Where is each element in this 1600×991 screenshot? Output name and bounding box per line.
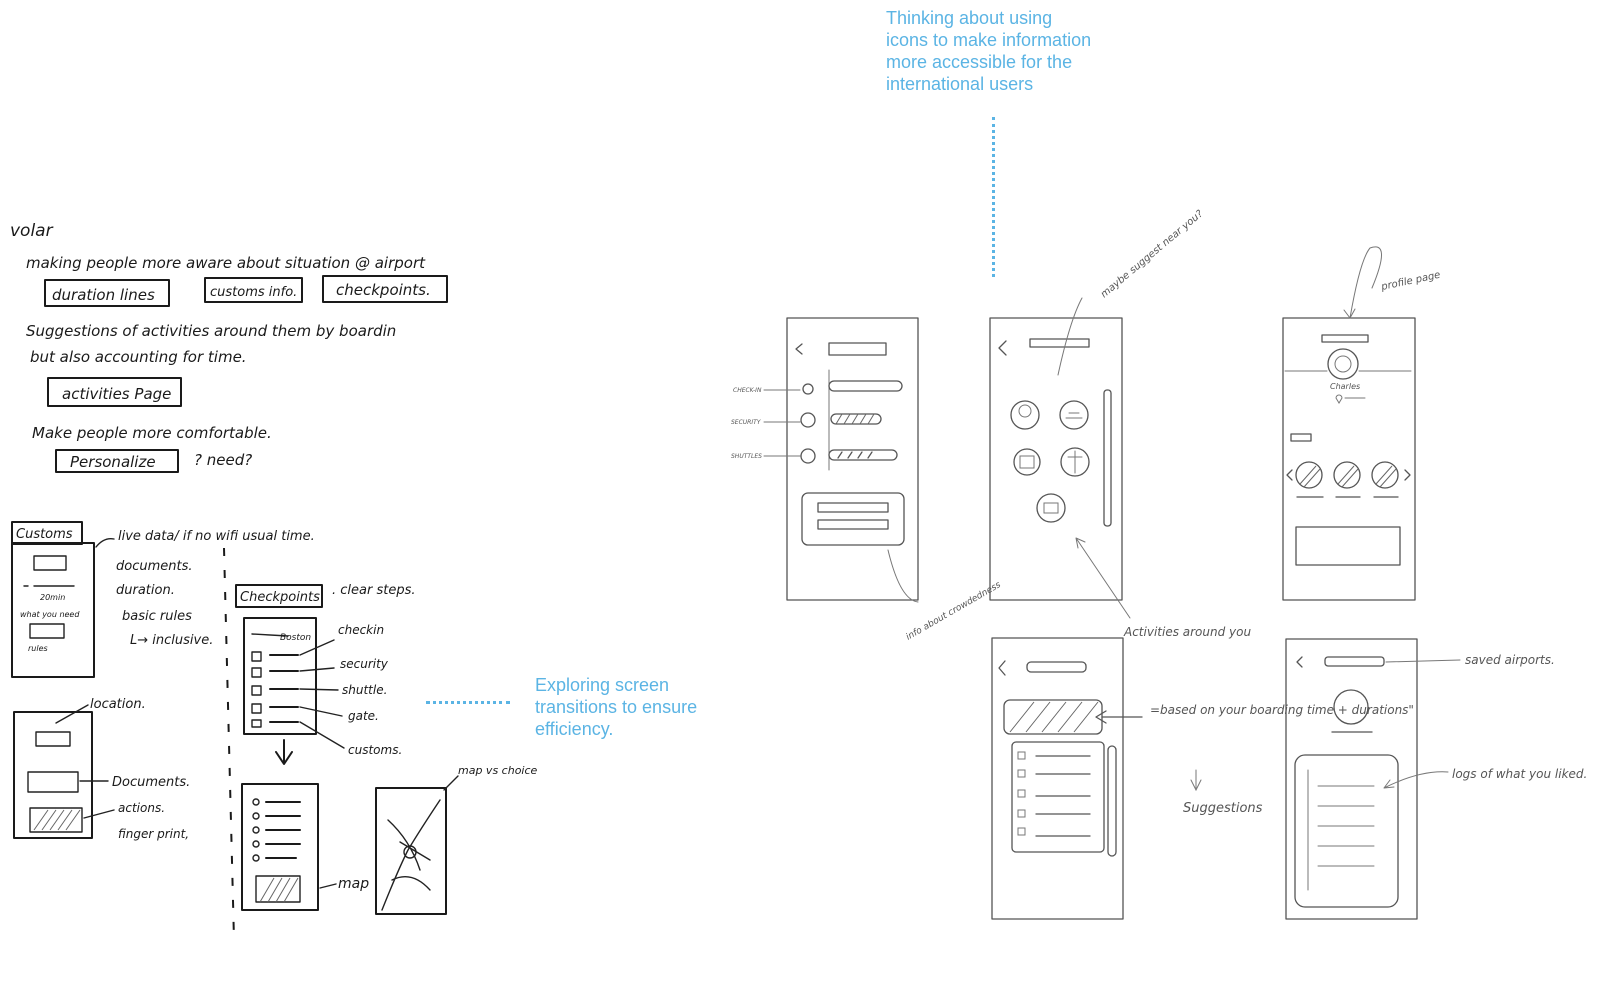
transitions-note: Exploring screen transitions to ensure e… xyxy=(535,675,698,739)
notebook-need: ? need? xyxy=(194,451,252,469)
customs-sketch: Customs 20min what you need rules live d… xyxy=(11,521,315,678)
checkpoints-shuttle: shuttle. xyxy=(342,683,387,697)
wf-info-crowdedness: info about crowdedness xyxy=(905,580,1004,643)
wireframe-suggestions: =based on your boarding time + durations… xyxy=(991,637,1414,920)
wf-shuttles-label: SHUTTLES xyxy=(731,453,762,460)
documents-phone xyxy=(13,711,93,839)
wf-charles: Charles xyxy=(1330,382,1360,391)
box-customs-info-label: customs info. xyxy=(210,285,297,300)
wireframe-activities: maybe suggest near you? Activities aroun… xyxy=(989,208,1251,639)
notebook-line-3: but also accounting for time. xyxy=(30,348,247,366)
documents-sketch: location. Documents. actions. finger pri… xyxy=(13,697,190,841)
wireframe-saved: saved airports. logs of what you liked. xyxy=(1285,638,1587,920)
wf-suggestions: Suggestions xyxy=(1183,801,1263,816)
notebook-line-2: Suggestions of activities around them by… xyxy=(26,322,396,340)
checkpoints-clear-steps: . clear steps. xyxy=(332,583,416,598)
customs-duration: duration. xyxy=(116,583,175,598)
wf-check-in-label: CHECK-IN xyxy=(733,387,762,394)
box-personalize xyxy=(55,449,179,473)
customs-rules: rules xyxy=(28,644,48,653)
box-customs-info xyxy=(204,277,303,303)
wf-activities-around: Activities around you xyxy=(1123,625,1251,639)
box-activities-page xyxy=(47,377,182,407)
customs-inclusive: L→ inclusive. xyxy=(130,633,213,648)
map-vs-choice: map vs choice xyxy=(458,764,538,777)
wireframe-profile: profile page Charles xyxy=(1282,246,1441,601)
wireframe-checkpoints: CHECK-IN SECURITY SHUTTLES info about cr… xyxy=(731,317,1004,643)
notebook-notes: volar making people more aware about sit… xyxy=(10,221,448,473)
checkpoints-gate: gate. xyxy=(348,709,379,723)
transitions-note-dotted-connector xyxy=(426,701,510,704)
checkpoints-boston: Boston xyxy=(280,633,311,643)
checkpoints-list-phone xyxy=(241,783,319,911)
notebook-title: volar xyxy=(10,221,54,241)
icons-note: Thinking about using icons to make infor… xyxy=(886,8,1092,94)
box-checkpoints xyxy=(322,275,448,303)
customs-basic-rules: basic rules xyxy=(122,609,192,624)
checkpoints-map: map xyxy=(338,876,369,892)
wf-saved-airports: saved airports. xyxy=(1465,653,1555,667)
documents-actions: actions. xyxy=(118,801,165,815)
wf-logs: logs of what you liked. xyxy=(1452,767,1587,781)
wf-maybe-suggest: maybe suggest near you? xyxy=(1099,208,1206,300)
checkpoints-title-box xyxy=(235,584,323,608)
documents-finger-print: finger print, xyxy=(118,827,189,841)
box-activities-page-label: activities Page xyxy=(62,385,171,403)
map-phone xyxy=(375,787,447,915)
box-duration-lines xyxy=(44,279,170,307)
checkpoints-checkin: checkin xyxy=(338,623,384,637)
customs-phone xyxy=(11,542,95,678)
notebook-dashed-separator xyxy=(223,547,235,941)
box-personalize-label: Personalize xyxy=(70,453,156,471)
customs-documents: documents. xyxy=(116,559,193,574)
checkpoints-sketch: Checkpoints . clear steps. Boston checki… xyxy=(235,583,538,915)
icons-note-dotted-connector xyxy=(992,117,995,277)
box-checkpoints-label: checkpoints. xyxy=(336,281,431,299)
checkpoints-customs: customs. xyxy=(348,743,402,757)
customs-what-you-need: what you need xyxy=(20,610,80,619)
checkpoints-security: security xyxy=(340,657,389,671)
wf-security-label: SECURITY xyxy=(731,419,762,426)
checkpoints-title: Checkpoints xyxy=(240,590,320,605)
wf-based-on: =based on your boarding time + durations… xyxy=(1150,703,1414,717)
customs-live-data: live data/ if no wifi usual time. xyxy=(118,529,315,544)
documents-location: location. xyxy=(90,697,146,712)
wf-profile-page: profile page xyxy=(1379,270,1441,293)
customs-title: Customs xyxy=(16,527,73,542)
documents-documents: Documents. xyxy=(112,775,190,790)
notebook-line-4: Make people more comfortable. xyxy=(32,424,272,442)
customs-20min: 20min xyxy=(40,593,65,602)
checkpoints-phone xyxy=(243,617,317,735)
box-duration-lines-label: duration lines xyxy=(52,286,155,304)
notebook-line-1: making people more aware about situation… xyxy=(26,254,426,272)
